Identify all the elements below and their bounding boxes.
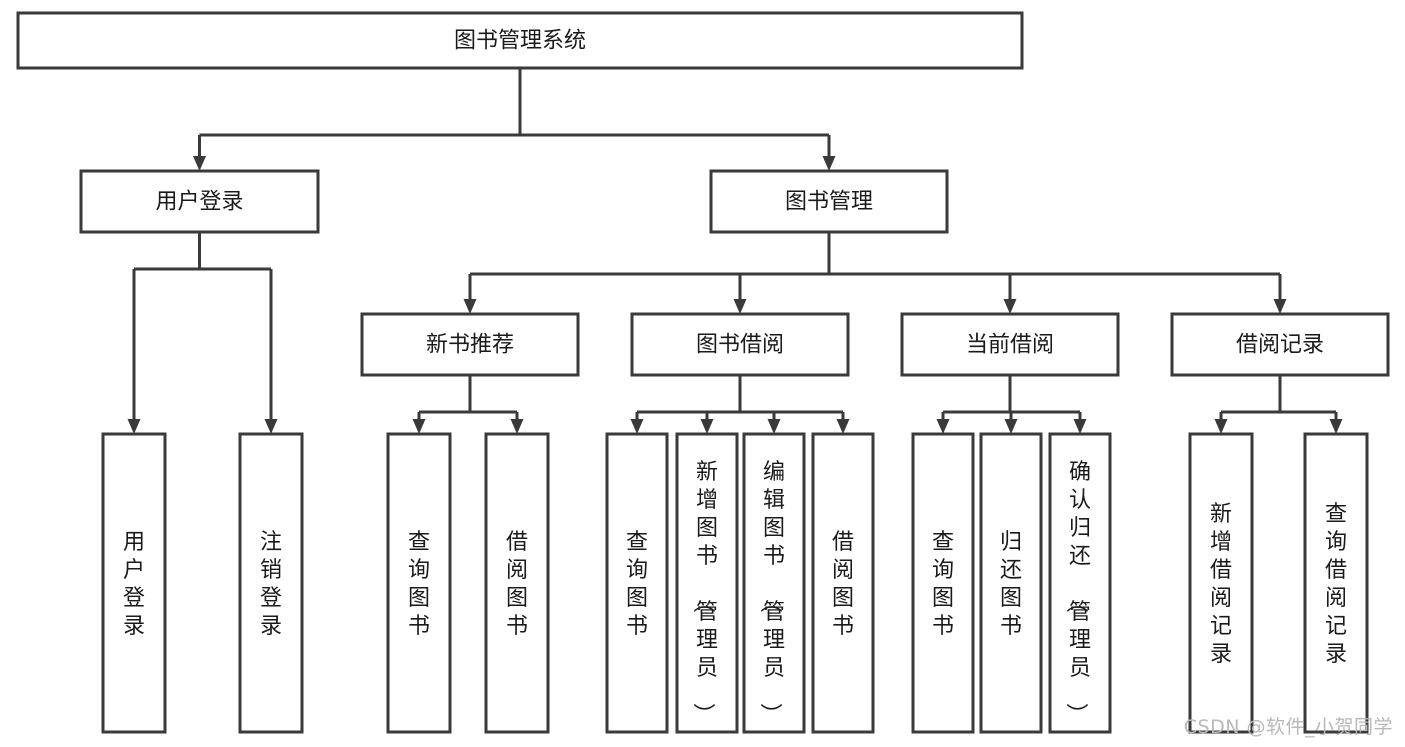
node-book-manage[interactable]: 图书管理 xyxy=(709,169,949,234)
node-box-leaf-edit-book-admin xyxy=(742,432,806,734)
node-box-leaf-query-book-current xyxy=(911,432,975,734)
node-label-leaf-return-book: 归还图书 xyxy=(1000,530,1022,639)
node-leaf-query-book-current[interactable]: 查询图书 xyxy=(911,432,975,734)
node-leaf-return-book[interactable]: 归还图书 xyxy=(979,432,1043,734)
node-box-user-login xyxy=(79,169,320,234)
node-leaf-borrow-book[interactable]: 借阅图书 xyxy=(811,432,875,734)
node-box-book-manage xyxy=(709,169,949,234)
node-box-leaf-return-book xyxy=(979,432,1043,734)
node-box-leaf-query-book-borrow xyxy=(605,432,669,734)
node-leaf-add-borrow-record[interactable]: 新增借阅记录 xyxy=(1188,432,1254,734)
node-leaf-logout[interactable]: 注销登录 xyxy=(238,432,304,734)
node-user-login[interactable]: 用户登录 xyxy=(79,169,320,234)
node-box-leaf-user-login xyxy=(101,432,167,734)
node-label-leaf-user-login: 用户登录 xyxy=(123,530,145,639)
node-leaf-borrow-book-rec[interactable]: 借阅图书 xyxy=(484,432,550,734)
node-leaf-query-borrow-record[interactable]: 查询借阅记录 xyxy=(1303,432,1369,734)
node-root[interactable]: 图书管理系统 xyxy=(16,11,1024,70)
node-label-leaf-query-book-current: 查询图书 xyxy=(932,530,954,639)
node-label-root: 图书管理系统 xyxy=(454,29,586,54)
node-leaf-confirm-return-admin[interactable]: 确认归还（管理员） xyxy=(1048,432,1112,734)
node-label-leaf-edit-book-admin: 编辑图书（管理员） xyxy=(757,460,785,725)
node-label-leaf-query-book-borrow: 查询图书 xyxy=(626,530,648,639)
node-box-leaf-query-book-rec xyxy=(386,432,452,734)
node-borrow-record[interactable]: 借阅记录 xyxy=(1170,312,1390,377)
node-leaf-add-book-admin[interactable]: 新增图书（管理员） xyxy=(675,432,739,734)
node-label-leaf-add-book-admin: 新增图书（管理员） xyxy=(690,460,718,725)
node-label-new-book-recommend: 新书推荐 xyxy=(426,333,514,358)
node-box-leaf-add-borrow-record xyxy=(1188,432,1254,734)
node-label-leaf-query-borrow-record: 查询借阅记录 xyxy=(1325,502,1347,667)
node-box-current-borrow xyxy=(900,312,1120,377)
node-label-borrow-record: 借阅记录 xyxy=(1236,333,1324,358)
node-label-leaf-confirm-return-admin: 确认归还（管理员） xyxy=(1063,460,1091,725)
node-box-leaf-logout xyxy=(238,432,304,734)
node-box-leaf-borrow-book xyxy=(811,432,875,734)
node-box-leaf-borrow-book-rec xyxy=(484,432,550,734)
node-box-root xyxy=(16,11,1024,70)
node-label-leaf-logout: 注销登录 xyxy=(260,530,282,639)
connectors-layer xyxy=(127,68,1343,434)
node-box-leaf-query-borrow-record xyxy=(1303,432,1369,734)
node-label-user-login: 用户登录 xyxy=(155,190,243,215)
node-label-leaf-borrow-book: 借阅图书 xyxy=(832,530,854,639)
node-label-leaf-query-book-rec: 查询图书 xyxy=(408,530,430,639)
node-current-borrow[interactable]: 当前借阅 xyxy=(900,312,1120,377)
node-box-leaf-add-book-admin xyxy=(675,432,739,734)
nodes-layer: 图书管理系统用户登录图书管理新书推荐图书借阅当前借阅借阅记录用户登录注销登录查询… xyxy=(16,11,1390,734)
node-leaf-query-book-borrow[interactable]: 查询图书 xyxy=(605,432,669,734)
node-book-borrow[interactable]: 图书借阅 xyxy=(630,312,850,377)
node-box-book-borrow xyxy=(630,312,850,377)
node-leaf-user-login[interactable]: 用户登录 xyxy=(101,432,167,734)
node-new-book-recommend[interactable]: 新书推荐 xyxy=(360,312,580,377)
csdn-watermark: CSDN @软件_小贺同学 xyxy=(1183,716,1393,738)
node-label-leaf-borrow-book-rec: 借阅图书 xyxy=(506,530,528,639)
node-label-leaf-add-borrow-record: 新增借阅记录 xyxy=(1210,502,1232,667)
node-leaf-edit-book-admin[interactable]: 编辑图书（管理员） xyxy=(742,432,806,734)
node-label-book-borrow: 图书借阅 xyxy=(696,333,784,358)
node-box-leaf-confirm-return-admin xyxy=(1048,432,1112,734)
node-leaf-query-book-rec[interactable]: 查询图书 xyxy=(386,432,452,734)
node-label-book-manage: 图书管理 xyxy=(785,190,873,215)
node-box-borrow-record xyxy=(1170,312,1390,377)
node-box-new-book-recommend xyxy=(360,312,580,377)
node-label-current-borrow: 当前借阅 xyxy=(966,333,1054,358)
